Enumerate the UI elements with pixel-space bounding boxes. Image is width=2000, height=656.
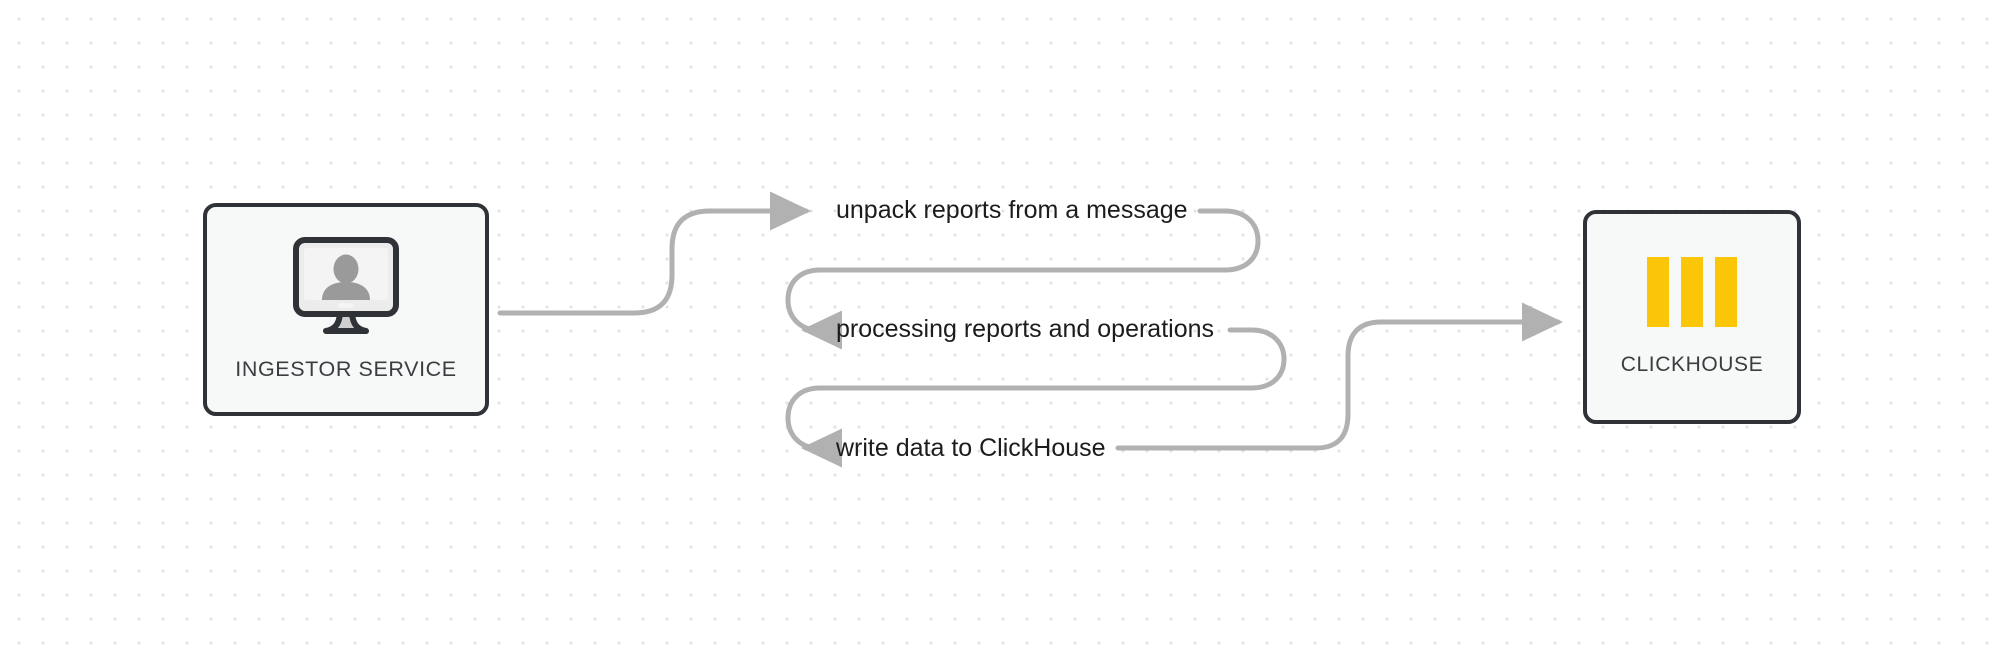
- edge-label-write-data: write data to ClickHouse: [836, 434, 1106, 462]
- edge-path-2: [785, 327, 1287, 468]
- edge-path-0: [497, 191, 812, 316]
- clickhouse-bars-icon: [1645, 257, 1739, 332]
- monitor-user-icon: [292, 237, 400, 340]
- edge-label-unpack-reports: unpack reports from a message: [836, 196, 1188, 224]
- node-ingestor-service[interactable]: INGESTOR SERVICE: [203, 203, 489, 416]
- node-clickhouse-label: CLICKHOUSE: [1620, 353, 1764, 376]
- node-ingestor-service-label: INGESTOR SERVICE: [235, 357, 457, 381]
- node-clickhouse[interactable]: CLICKHOUSE: [1583, 210, 1801, 424]
- edge-path-1: [785, 208, 1261, 350]
- edge-label-processing-reports: processing reports and operations: [836, 315, 1215, 343]
